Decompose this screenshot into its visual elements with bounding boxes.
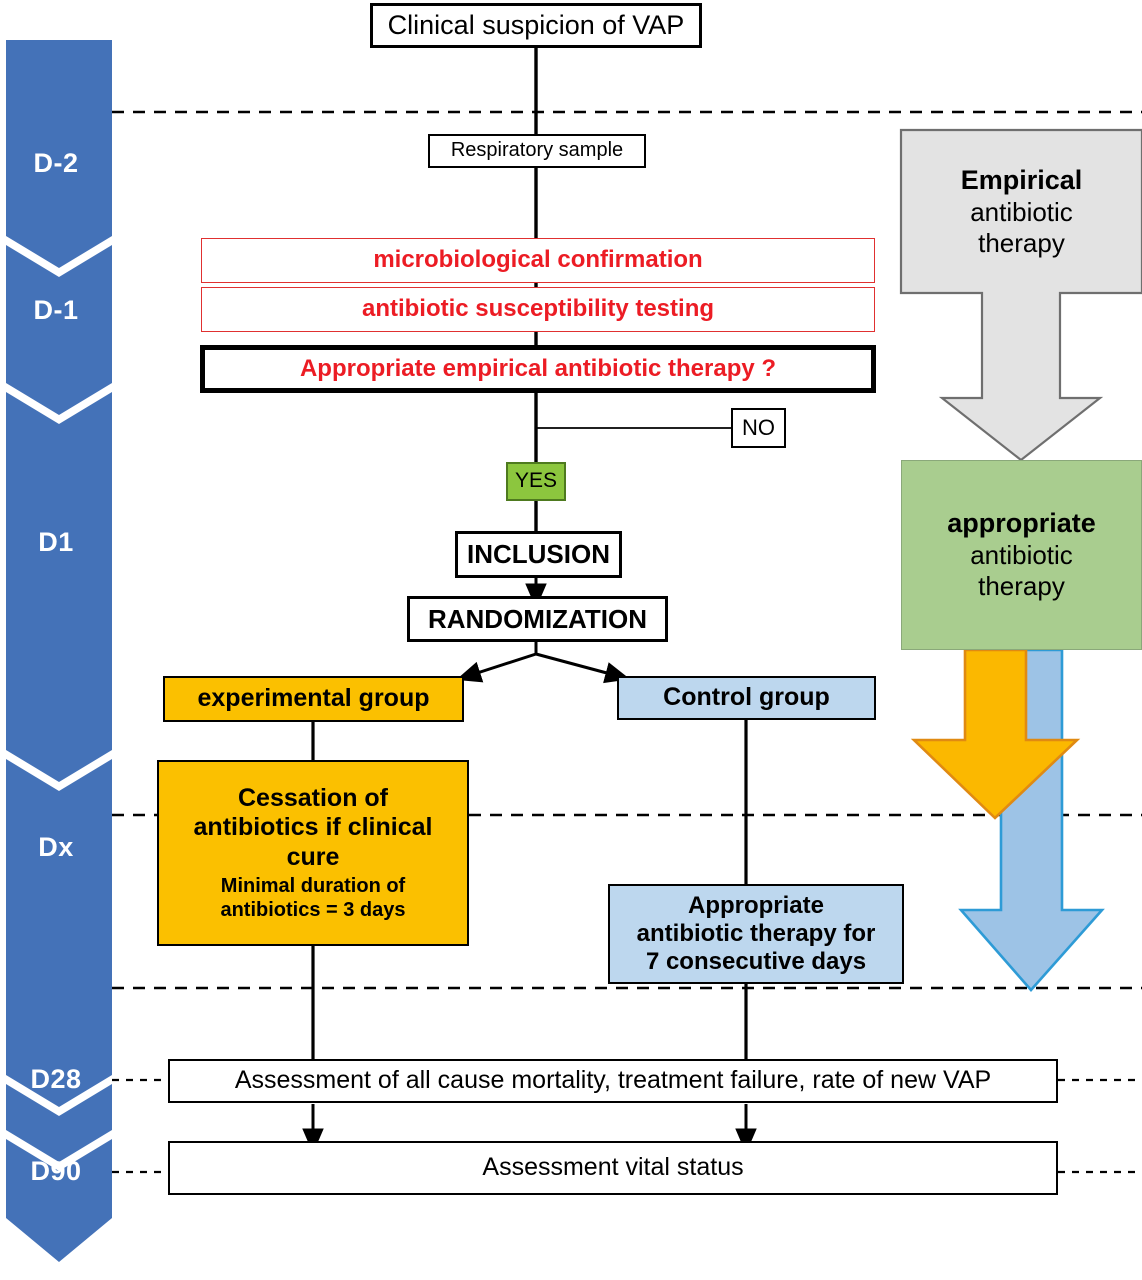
experimental-duration-arrow: [910, 648, 1081, 820]
control-duration-arrow: [958, 648, 1105, 992]
node-appropriate-antibiotic-therapy: appropriate antibiotic therapy: [901, 460, 1142, 650]
appropriate-line-2: antibiotic: [970, 540, 1073, 571]
node-no-branch: NO: [731, 408, 786, 448]
timeline-label-d-1: D-1: [33, 295, 79, 325]
node-assessment-d90: Assessment vital status: [168, 1141, 1058, 1195]
appropriate-line-3: therapy: [978, 570, 1065, 601]
control-therapy-line-2: antibiotic therapy for: [636, 919, 876, 947]
timeline-label-d-2: D-2: [33, 148, 79, 178]
node-antibiotic-susceptibility-testing: antibiotic susceptibility testing: [201, 287, 875, 332]
time-rules-short: [112, 1078, 1142, 1174]
timeline-label-d1: D1: [38, 527, 74, 557]
node-clinical-suspicion: Clinical suspicion of VAP: [370, 3, 702, 48]
timeline-chevrons: [6, 40, 112, 1262]
node-inclusion: INCLUSION: [455, 531, 622, 578]
node-assessment-d28: Assessment of all cause mortality, treat…: [168, 1059, 1058, 1103]
cessation-line-1: Cessation of: [237, 783, 389, 812]
appropriate-line-1: appropriate: [947, 508, 1096, 539]
node-experimental-group: experimental group: [163, 676, 464, 722]
timeline-label-d90: D90: [30, 1156, 82, 1186]
node-control-group: Control group: [617, 676, 876, 720]
empirical-line-3: therapy: [978, 227, 1065, 258]
node-appropriate-empirical-therapy-question: Appropriate empirical antibiotic therapy…: [200, 345, 876, 393]
node-microbiological-confirmation: microbiological confirmation: [201, 238, 875, 283]
empirical-therapy-arrow: [899, 128, 1142, 462]
timeline-label-dx: Dx: [38, 832, 74, 862]
node-respiratory-sample: Respiratory sample: [428, 134, 646, 168]
timeline-label-d28: D28: [30, 1064, 82, 1094]
node-empirical-antibiotic-therapy: Empirical antibiotic therapy: [901, 136, 1142, 288]
cessation-sub-1: Minimal duration of: [220, 875, 406, 898]
empirical-line-2: antibiotic: [970, 197, 1073, 228]
control-therapy-line-1: Appropriate: [687, 891, 824, 919]
control-therapy-line-3: 7 consecutive days: [645, 948, 867, 976]
node-yes-branch: YES: [506, 462, 566, 501]
node-cessation-of-antibiotics: Cessation of antibiotics if clinical cur…: [157, 760, 469, 946]
cessation-sub-2: antibiotics = 3 days: [220, 898, 406, 921]
cessation-line-3: cure: [286, 842, 340, 871]
node-randomization: RANDOMIZATION: [407, 596, 668, 642]
cessation-line-2: antibiotics if clinical: [193, 813, 433, 842]
empirical-line-1: Empirical: [960, 165, 1083, 196]
node-control-appropriate-therapy: Appropriate antibiotic therapy for 7 con…: [608, 884, 904, 984]
